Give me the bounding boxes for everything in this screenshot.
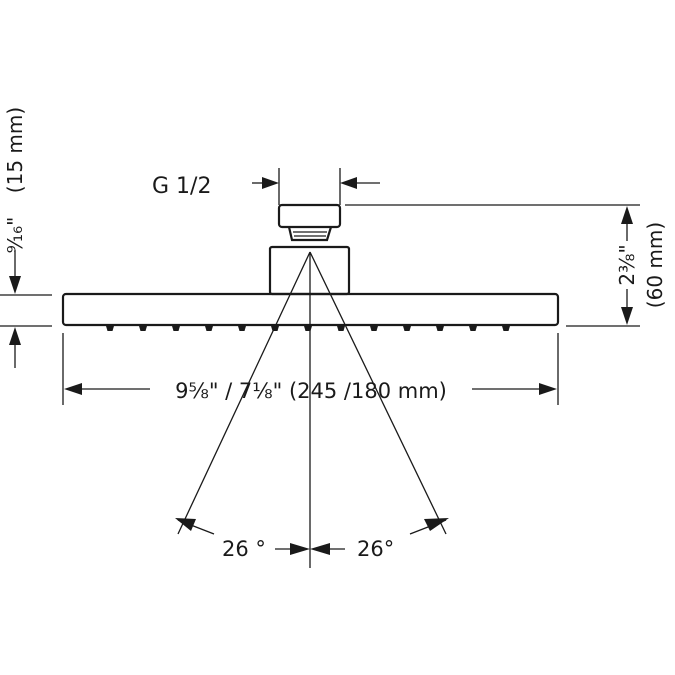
height-dimension xyxy=(345,204,640,327)
nozzle xyxy=(469,326,477,331)
angle-left-label: 26 ° xyxy=(222,537,266,561)
height-inch-label: 2⅜" xyxy=(615,244,639,285)
nozzle xyxy=(436,326,444,331)
thickness-mm-label: (15 mm) xyxy=(3,107,27,193)
nozzle xyxy=(370,326,378,331)
angle-right-label: 26° xyxy=(357,537,394,561)
nozzle xyxy=(139,326,147,331)
spray-angle-lines xyxy=(177,251,447,568)
nozzle xyxy=(304,326,312,331)
thickness-dimension xyxy=(0,250,52,368)
nozzle xyxy=(403,326,411,331)
nozzle xyxy=(106,326,114,331)
connector-thread xyxy=(287,226,333,242)
thread-dimension xyxy=(252,168,380,205)
width-dimension xyxy=(62,333,559,405)
width-label: 9⅝" / 7⅛" (245 /180 mm) xyxy=(175,379,447,403)
angle-dimension xyxy=(175,518,449,555)
nozzle xyxy=(205,326,213,331)
nozzle xyxy=(238,326,246,331)
height-mm-label: (60 mm) xyxy=(643,222,667,308)
thickness-inch-label: ⁹⁄₁₆" xyxy=(3,217,27,254)
nozzle xyxy=(502,326,510,331)
nozzle xyxy=(172,326,180,331)
thread-label: G 1/2 xyxy=(152,174,211,199)
nozzle xyxy=(337,326,345,331)
nozzles xyxy=(106,326,510,331)
connector-nut xyxy=(277,203,342,229)
